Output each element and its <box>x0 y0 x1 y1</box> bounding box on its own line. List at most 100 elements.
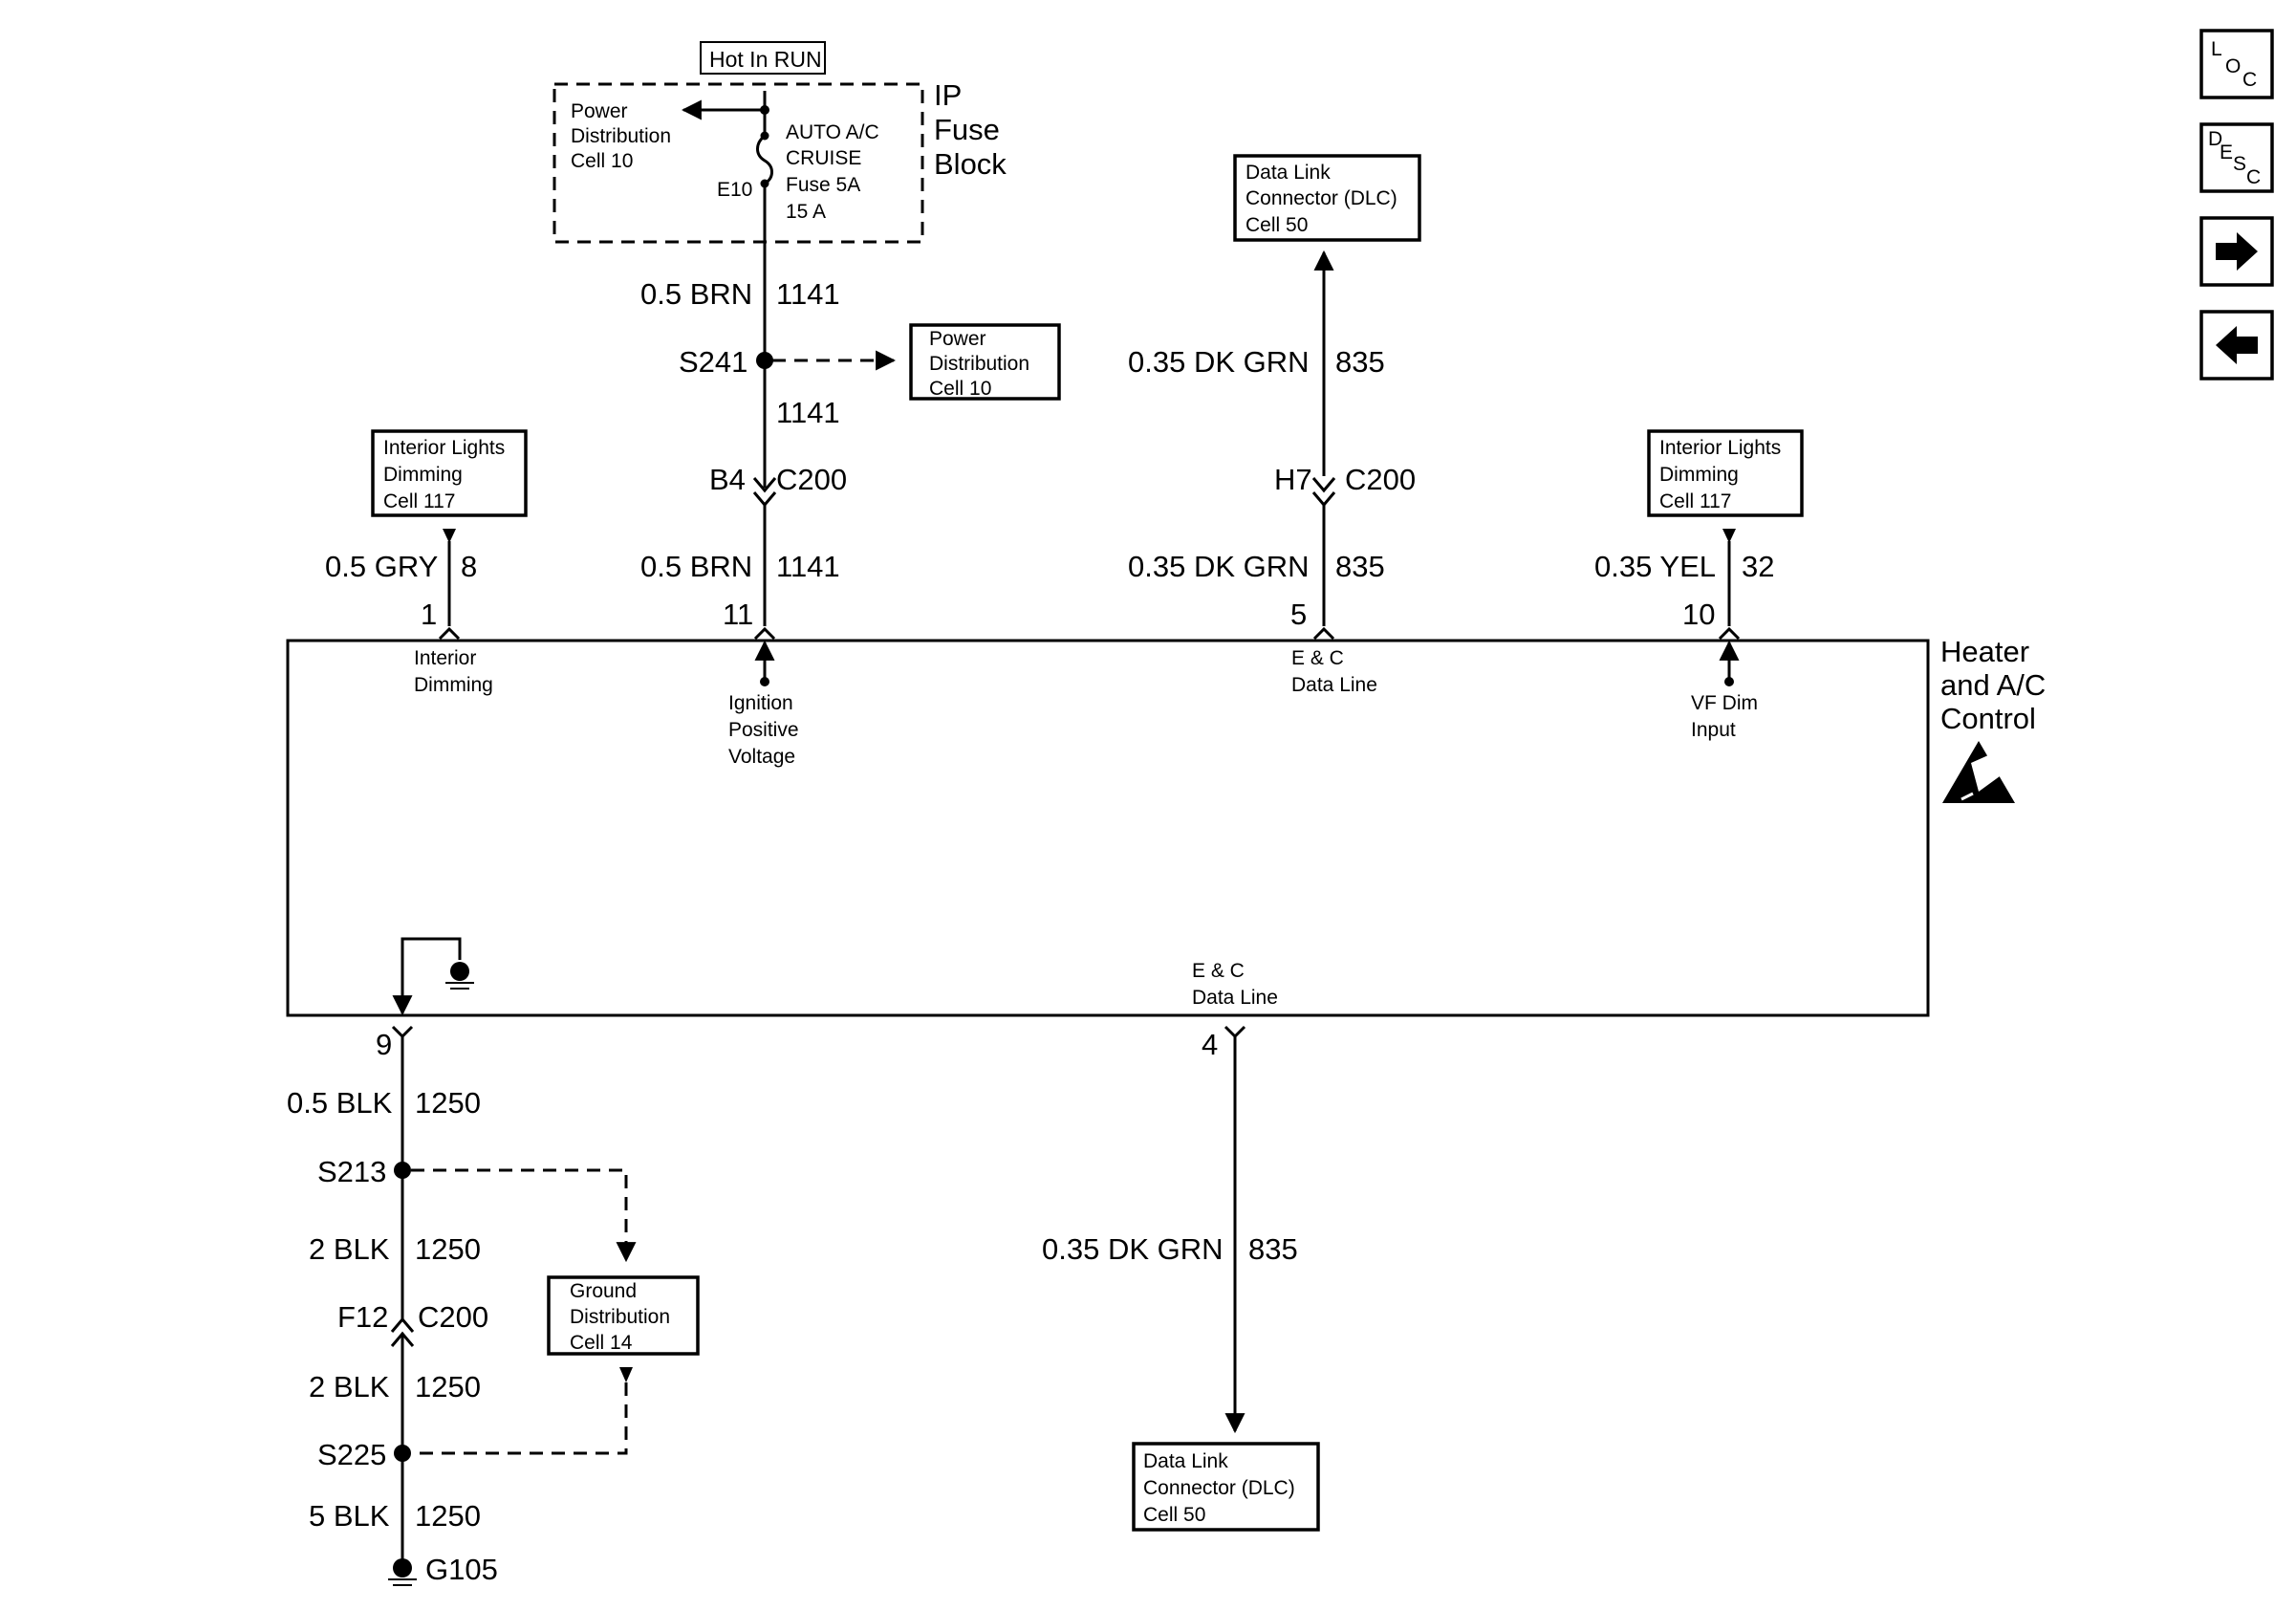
loc-button[interactable]: L O C <box>2199 29 2274 99</box>
circuit-number: 32 <box>1742 550 1774 583</box>
svg-text:Cell 117: Cell 117 <box>383 490 456 512</box>
svg-text:Power: Power <box>571 100 628 122</box>
arrow-left-icon <box>2216 326 2258 364</box>
svg-text:Distribution: Distribution <box>571 125 671 147</box>
svg-text:Positive: Positive <box>728 719 799 741</box>
splice-label: S241 <box>679 345 747 379</box>
svg-text:IP: IP <box>934 78 962 112</box>
svg-text:Cell 117: Cell 117 <box>1659 490 1732 512</box>
svg-text:Data Link: Data Link <box>1143 1450 1228 1472</box>
svg-text:Control: Control <box>1940 702 2036 735</box>
circuit-number: 1250 <box>415 1499 481 1533</box>
svg-text:Cell 50: Cell 50 <box>1143 1504 1205 1526</box>
ground-distribution-cell14-ref[interactable]: Ground Distribution Cell 14 <box>547 1275 700 1356</box>
svg-text:AUTO A/C: AUTO A/C <box>786 121 879 143</box>
svg-text:Data Link: Data Link <box>1245 162 1331 184</box>
circuit-number: 1141 <box>776 396 840 429</box>
dlc-top-ref[interactable]: Data Link Connector (DLC) Cell 50 <box>1233 154 1421 242</box>
pin-number: 9 <box>376 1028 392 1061</box>
back-button[interactable] <box>2199 310 2274 381</box>
svg-text:O: O <box>2225 55 2241 77</box>
cavity-label: B4 <box>709 463 746 496</box>
svg-text:VF Dim: VF Dim <box>1691 692 1758 714</box>
wire-color-label: 0.5 BRN <box>640 277 752 311</box>
svg-text:Dimming: Dimming <box>414 674 493 696</box>
svg-text:E & C: E & C <box>1291 647 1344 669</box>
vf-dim-input-label: VF Dim Input <box>1691 692 1758 741</box>
ground-g105-icon <box>388 1558 417 1586</box>
svg-text:Fuse 5A: Fuse 5A <box>786 174 860 196</box>
svg-text:Cell 50: Cell 50 <box>1245 214 1308 236</box>
connector-label: C200 <box>1345 463 1416 496</box>
svg-text:Distribution: Distribution <box>570 1306 670 1328</box>
wire-color-label: 0.35 DK GRN <box>1128 550 1310 583</box>
connector-c200-h7 <box>1311 477 1336 508</box>
svg-text:Dimming: Dimming <box>383 464 463 486</box>
connector-label: C200 <box>418 1300 488 1334</box>
dlc-bottom-ref[interactable]: Data Link Connector (DLC) Cell 50 <box>1132 1442 1320 1532</box>
circuit-number: 1250 <box>415 1370 481 1403</box>
wire-color-label: 0.5 BRN <box>640 550 752 583</box>
pin-number: 1 <box>421 598 437 631</box>
ground-label: G105 <box>425 1553 498 1586</box>
fuse-cavity-label: E10 <box>717 179 752 201</box>
fuse-icon <box>756 134 773 185</box>
svg-text:C: C <box>2246 166 2261 188</box>
splice-s225 <box>394 1445 411 1462</box>
wire-color-label: 0.35 DK GRN <box>1042 1232 1224 1266</box>
ignition-voltage-label: Ignition Positive Voltage <box>728 692 799 768</box>
pin-number: 11 <box>723 598 753 631</box>
svg-text:Power: Power <box>929 328 986 350</box>
svg-text:Data Line: Data Line <box>1291 674 1377 696</box>
svg-text:Ignition: Ignition <box>728 692 793 714</box>
svg-text:Ground: Ground <box>570 1280 637 1302</box>
svg-text:Hot In RUN: Hot In RUN <box>709 47 822 72</box>
fuse-power-distribution-ref: Power Distribution Cell 10 <box>571 100 671 172</box>
pin-number: 4 <box>1202 1028 1218 1061</box>
splice-s213 <box>394 1162 411 1179</box>
svg-text:Interior Lights: Interior Lights <box>1659 437 1781 459</box>
interior-lights-dimming-right-ref[interactable]: Interior Lights Dimming Cell 117 <box>1647 429 1804 517</box>
power-distribution-cell10-ref[interactable]: Power Distribution Cell 10 <box>909 323 1061 401</box>
svg-text:Interior Lights: Interior Lights <box>383 437 505 459</box>
svg-text:L: L <box>2211 38 2222 60</box>
hot-in-run-label: Hot In RUN <box>700 41 826 75</box>
wire-color-label: 0.5 GRY <box>325 550 438 583</box>
svg-text:and A/C: and A/C <box>1940 668 2046 702</box>
circuit-number: 1250 <box>415 1086 481 1120</box>
internal-ground-icon <box>445 962 474 990</box>
svg-text:D: D <box>2208 128 2222 150</box>
svg-text:Connector (DLC): Connector (DLC) <box>1245 187 1397 209</box>
svg-text:Block: Block <box>934 147 1007 181</box>
svg-text:Input: Input <box>1691 719 1736 741</box>
svg-text:Connector (DLC): Connector (DLC) <box>1143 1477 1295 1499</box>
svg-text:Interior: Interior <box>414 647 476 669</box>
next-button[interactable] <box>2199 216 2274 287</box>
desc-button[interactable]: D E S C <box>2199 122 2274 193</box>
cavity-label: H7 <box>1274 463 1312 496</box>
circuit-number: 835 <box>1335 550 1385 583</box>
heater-ac-control-module <box>286 639 1930 1017</box>
svg-text:Distribution: Distribution <box>929 353 1029 375</box>
svg-text:Heater: Heater <box>1940 635 2029 668</box>
svg-text:Fuse: Fuse <box>934 113 1000 146</box>
pin-number: 10 <box>1682 598 1715 631</box>
svg-text:Cell 14: Cell 14 <box>570 1332 633 1354</box>
svg-text:E: E <box>2220 141 2233 163</box>
wire-color-label: 2 BLK <box>309 1232 390 1266</box>
circuit-number: 1141 <box>776 550 840 583</box>
connector-label: C200 <box>776 463 847 496</box>
svg-text:Cell 10: Cell 10 <box>929 378 991 400</box>
interior-lights-dimming-left-ref[interactable]: Interior Lights Dimming Cell 117 <box>371 429 528 517</box>
circuit-number: 8 <box>461 550 477 583</box>
ec-data-line-top-label: E & C Data Line <box>1291 647 1377 696</box>
svg-text:S: S <box>2233 153 2246 175</box>
svg-text:Dimming: Dimming <box>1659 464 1739 486</box>
splice-label: S213 <box>317 1155 386 1188</box>
svg-text:Data Line: Data Line <box>1192 987 1278 1009</box>
svg-text:15 A: 15 A <box>786 201 826 223</box>
circuit-number: 835 <box>1248 1232 1298 1266</box>
svg-text:CRUISE: CRUISE <box>786 147 861 169</box>
wire-color-label: 0.35 DK GRN <box>1128 345 1310 379</box>
